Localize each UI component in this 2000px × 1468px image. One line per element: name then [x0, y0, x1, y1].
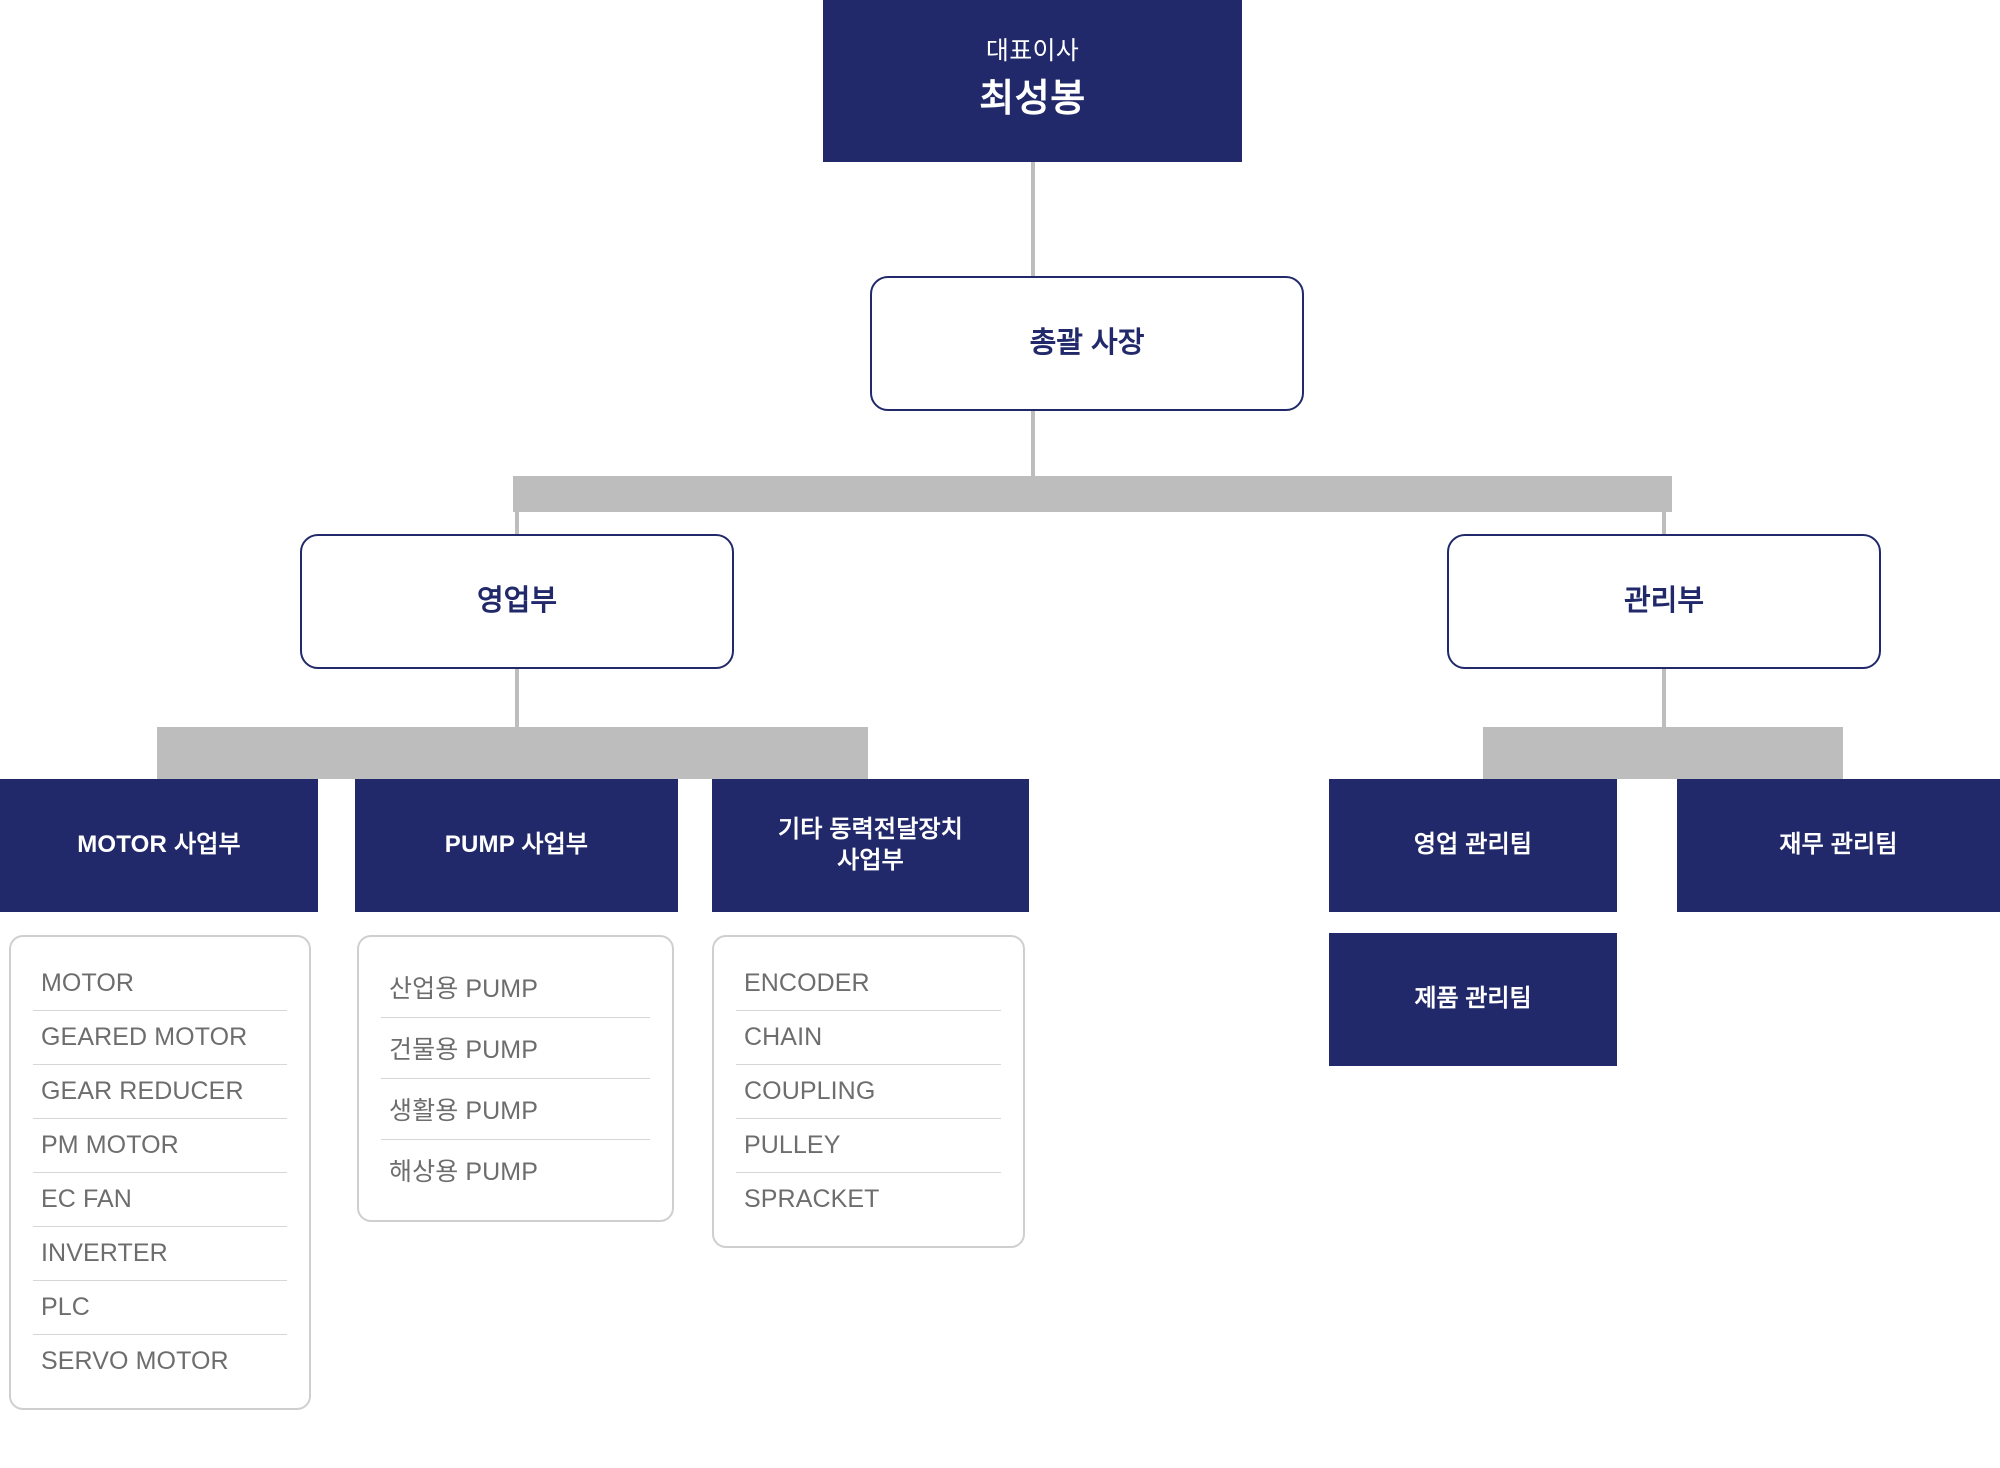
product-list-item: GEARED MOTOR	[33, 1011, 287, 1065]
unit-other-label-line2: 사업부	[837, 846, 904, 874]
unit-motor-label: MOTOR 사업부	[77, 831, 241, 859]
node-team-product-management: 제품 관리팀	[1329, 933, 1617, 1066]
sales-department-label: 영업부	[476, 584, 558, 617]
node-team-finance-management: 재무 관리팀	[1677, 779, 2000, 912]
product-list-item: COUPLING	[736, 1065, 1001, 1119]
management-department-label: 관리부	[1623, 584, 1705, 617]
connector-president-down	[1031, 411, 1035, 476]
node-unit-motor: MOTOR 사업부	[0, 779, 318, 912]
node-team-sales-management: 영업 관리팀	[1329, 779, 1617, 912]
product-list-item: 건물용 PUMP	[381, 1018, 650, 1079]
product-list-item: PULLEY	[736, 1119, 1001, 1173]
product-list-item: EC FAN	[33, 1173, 287, 1227]
ceo-title: 대표이사	[985, 37, 1080, 66]
node-management-department: 관리부	[1447, 534, 1881, 669]
team-sales-management-label: 영업 관리팀	[1413, 831, 1533, 859]
node-unit-pump: PUMP 사업부	[355, 779, 678, 912]
connector-bar-to-sales	[515, 476, 519, 534]
node-sales-department: 영업부	[300, 534, 734, 669]
product-list-item: 해상용 PUMP	[389, 1158, 538, 1186]
product-list-item: PLC	[33, 1281, 287, 1335]
product-list-item: MOTOR	[33, 957, 287, 1011]
product-list-item: 생활용 PUMP	[381, 1079, 650, 1140]
team-product-management-label: 제품 관리팀	[1414, 985, 1532, 1013]
product-list-item: CHAIN	[736, 1011, 1001, 1065]
product-list-item: PM MOTOR	[33, 1119, 287, 1173]
connector-sales-down	[515, 669, 519, 727]
node-unit-other: 기타 동력전달장치 사업부	[712, 779, 1029, 912]
connector-bar-management-teams	[1483, 727, 1843, 779]
unit-other-label: 기타 동력전달장치 사업부	[778, 815, 963, 876]
president-label: 총괄 사장	[1029, 326, 1145, 359]
ceo-name: 최성봉	[979, 78, 1086, 121]
product-list-item: ENCODER	[736, 957, 1001, 1011]
connector-ceo-president	[1031, 162, 1035, 276]
team-finance-management-label: 재무 관리팀	[1779, 831, 1898, 859]
connector-bar-sales-units	[157, 727, 868, 779]
product-list-item: SERVO MOTOR	[41, 1347, 229, 1375]
unit-other-label-line1: 기타 동력전달장치	[777, 815, 964, 843]
node-president: 총괄 사장	[870, 276, 1304, 411]
connector-bar-to-management	[1662, 476, 1666, 534]
connector-bar-level3	[513, 476, 1672, 512]
connector-management-down	[1662, 669, 1666, 727]
product-list-item: SPRACKET	[744, 1185, 880, 1213]
product-list-item: GEAR REDUCER	[33, 1065, 287, 1119]
node-ceo: 대표이사 최성봉	[823, 0, 1242, 162]
product-list-item: 산업용 PUMP	[381, 957, 650, 1018]
product-list-item: INVERTER	[33, 1227, 287, 1281]
unit-pump-label: PUMP 사업부	[444, 831, 589, 859]
